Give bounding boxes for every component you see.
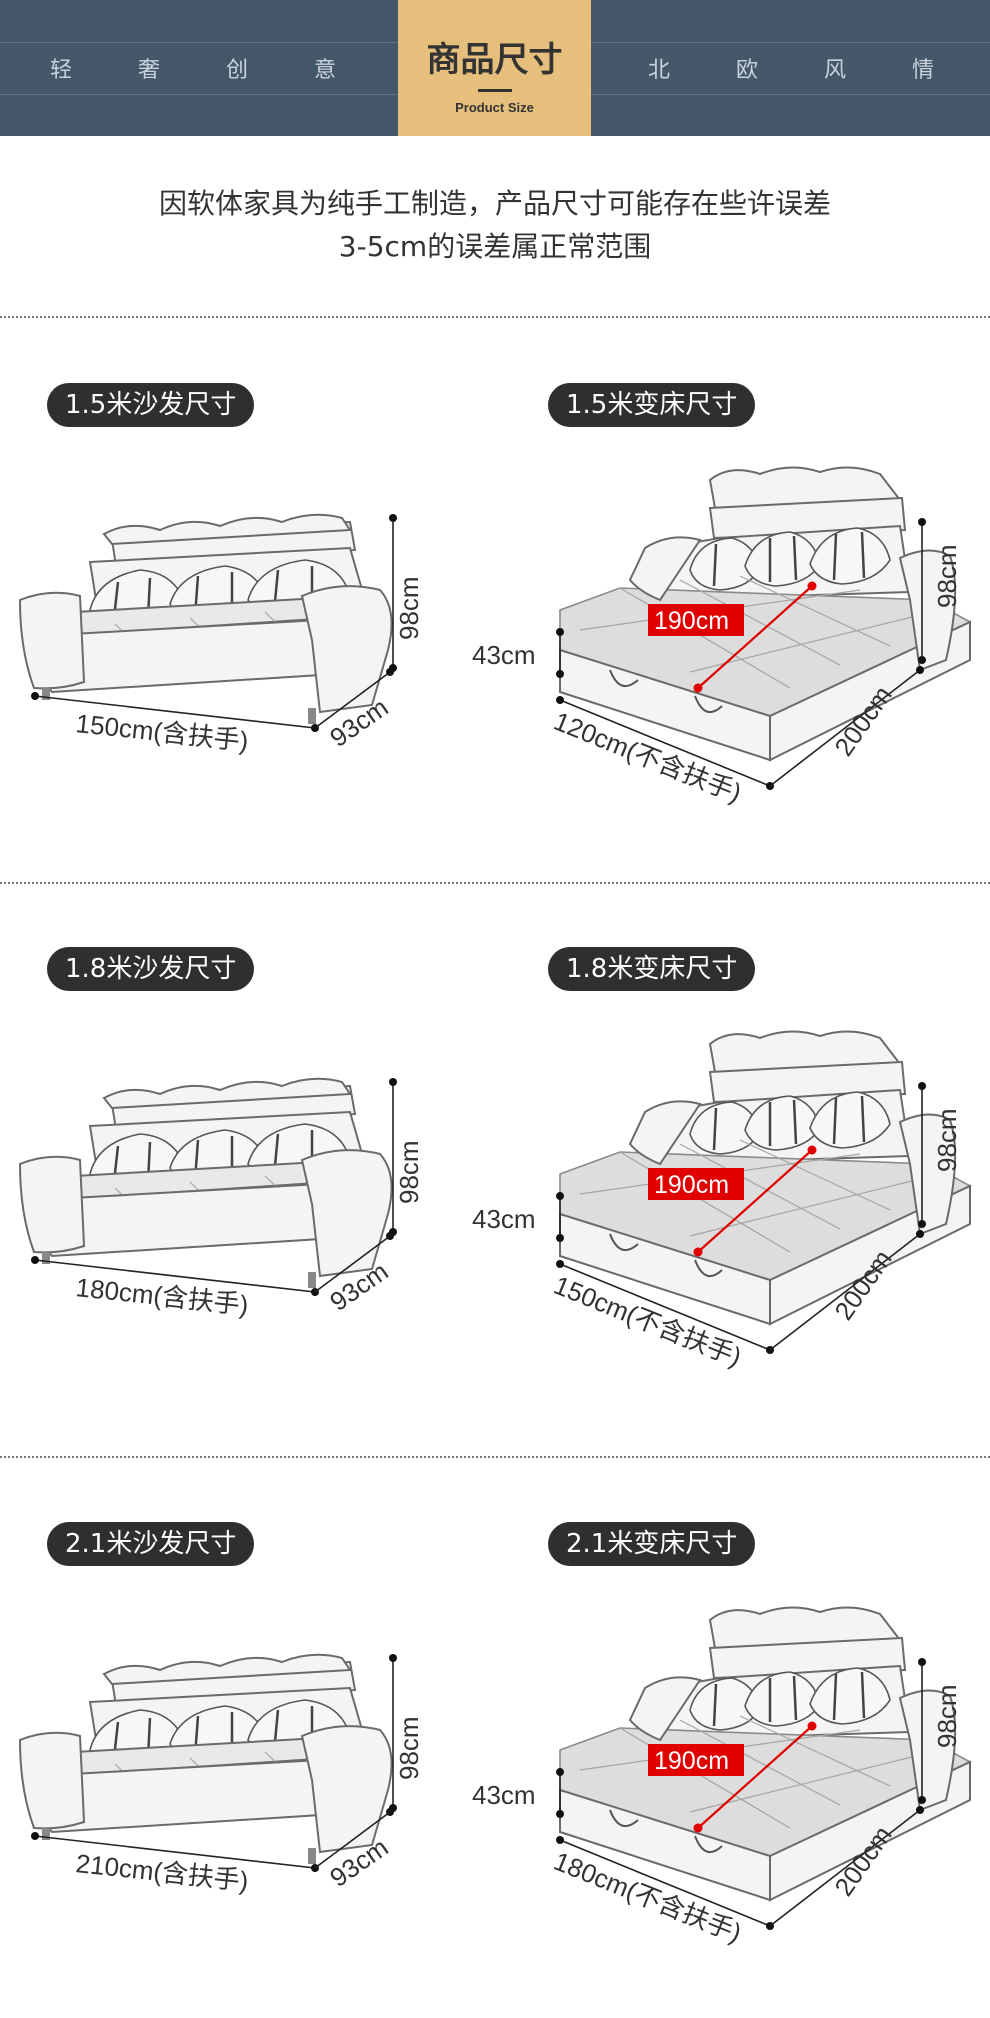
sofa-illustration: 180cm(含扶手) 93cm 98cm (18, 1077, 424, 1320)
header-banner: 轻 奢 创 意 商品尺寸 Product Size 北 欧 风 情 (0, 0, 990, 136)
bed-size-label: 1.8米变床尺寸 (548, 947, 756, 991)
bed-illustration: 43cm 150cm(不含扶手) 200cm 98cm 190cm (472, 1030, 972, 1372)
bed-seat-height-label: 43cm (472, 1204, 536, 1234)
page-subtitle: Product Size (455, 100, 534, 115)
intro-line-2: 3-5cm的误差属正常范围 (338, 230, 652, 263)
header-right-word: 情 (912, 58, 937, 83)
bed-size-label: 2.1米变床尺寸 (548, 1522, 756, 1566)
sofa-width-label: 180cm(含扶手) (74, 1272, 250, 1320)
intro-note: 因软体家具为纯手工制造，产品尺寸可能存在些许误差 3-5cm的误差属正常范围 (0, 182, 990, 268)
bed-height-label: 98cm (932, 1684, 962, 1748)
page-title: 商品尺寸 (426, 40, 563, 80)
bed-height-label: 98cm (932, 1108, 962, 1172)
header-right-word: 北 (648, 58, 673, 83)
intro-line-1: 因软体家具为纯手工制造，产品尺寸可能存在些许误差 (158, 187, 831, 220)
bed-length-label: 190cm (654, 607, 729, 635)
sofa-drawing (18, 1077, 393, 1288)
bed-height-label: 98cm (932, 544, 962, 608)
header-right-word: 风 (824, 58, 849, 83)
bed-length-line (697, 585, 813, 689)
divider (0, 1456, 990, 1458)
header-left-word: 意 (314, 58, 339, 83)
bed-length-badge (648, 1744, 744, 1776)
sofa-height-label: 98cm (394, 1140, 424, 1204)
sofa-illustration: 210cm(含扶手) 93cm 98cm (18, 1653, 424, 1896)
bed-drawing (559, 466, 972, 762)
bed-length-label: 190cm (654, 1747, 729, 1775)
bed-drawing (559, 1606, 972, 1902)
sofa-height-label: 98cm (394, 576, 424, 640)
sofa-drawing (18, 513, 393, 724)
sofa-height-label: 98cm (394, 1716, 424, 1780)
sofa-width-label: 150cm(含扶手) (74, 708, 250, 756)
sofa-illustration: 150cm(含扶手) 93cm 98cm (18, 513, 424, 756)
bed-seat-height-label: 43cm (472, 640, 536, 670)
divider (0, 316, 990, 318)
sofa-size-label: 1.8米沙发尺寸 (47, 947, 255, 991)
sofa-width-label: 210cm(含扶手) (74, 1848, 250, 1896)
bed-length-badge (648, 604, 744, 636)
header-left-word: 创 (226, 58, 251, 83)
sofa-size-label: 2.1米沙发尺寸 (47, 1522, 255, 1566)
header-left-word: 奢 (138, 58, 163, 83)
bed-drawing (559, 1030, 972, 1326)
header-right-word: 欧 (736, 58, 761, 83)
title-box: 商品尺寸 Product Size (398, 0, 591, 136)
bed-seat-height-label: 43cm (472, 1780, 536, 1810)
bed-size-label: 1.5米变床尺寸 (548, 383, 756, 427)
depth-dimension-line (314, 671, 391, 729)
width-dimension-line (34, 695, 316, 729)
title-divider (477, 89, 512, 92)
header-left-word: 轻 (50, 58, 75, 83)
sofa-drawing (18, 1653, 393, 1864)
sofa-size-label: 1.5米沙发尺寸 (47, 383, 255, 427)
divider (0, 882, 990, 884)
bed-illustration: 43cm 180cm(不含扶手) 200cm 98cm 190cm (472, 1606, 972, 1948)
bed-illustration: 43cm 120cm(不含扶手) 200cm 98cm 190cm (472, 466, 972, 808)
bed-length-label: 190cm (654, 1171, 729, 1199)
bed-length-badge (648, 1168, 744, 1200)
